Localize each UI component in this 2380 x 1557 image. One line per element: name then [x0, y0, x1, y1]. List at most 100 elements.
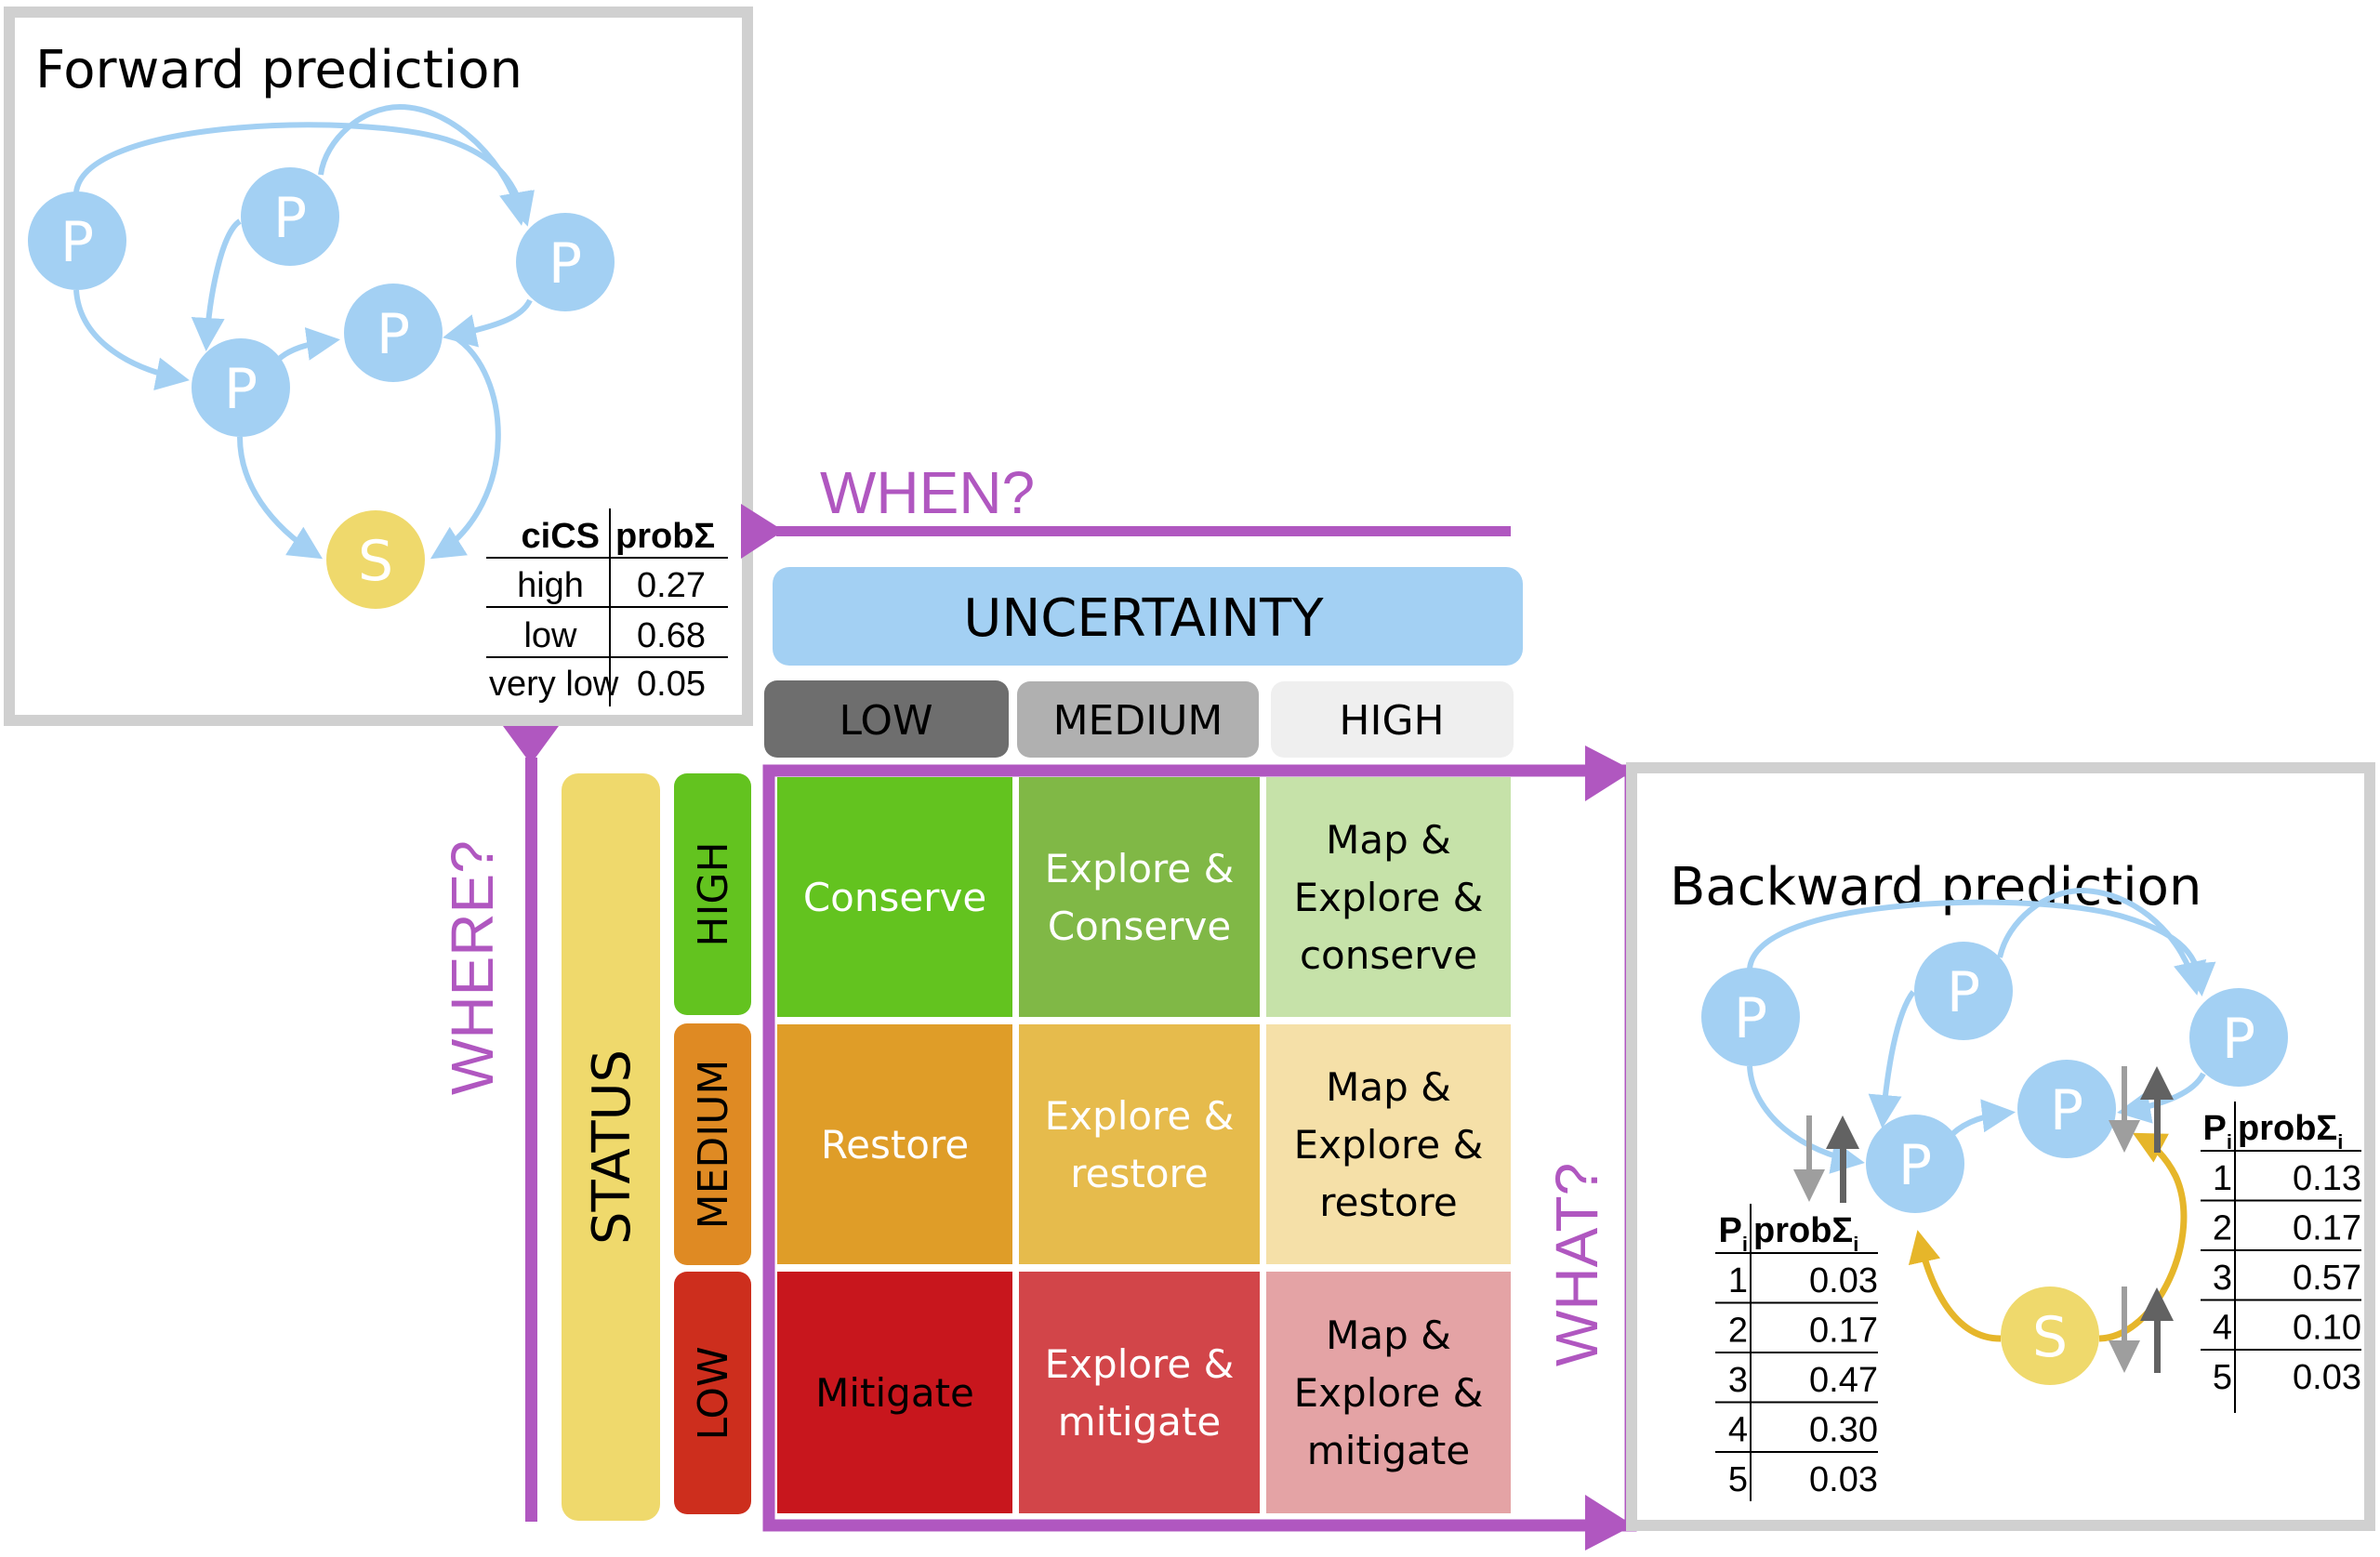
edge-p5-s	[237, 436, 324, 560]
up-arrow-icon	[1826, 1115, 1859, 1203]
matrix-cell-high-2: Map & Explore & conserve	[1266, 777, 1511, 1017]
when-axis: WHEN?	[741, 459, 1511, 559]
forward-panel-title: Forward prediction	[35, 40, 522, 100]
forward-node-p2: P	[241, 167, 339, 266]
table-cell-value: 0.03	[1809, 1460, 1878, 1499]
update-arrows-p4	[2109, 1066, 2174, 1153]
forward-node-p1: P	[28, 191, 126, 290]
status-bar	[562, 773, 660, 1521]
matrix-cell-text: restore	[1070, 1151, 1208, 1196]
what-arrow-head-bottom	[1585, 1495, 1633, 1550]
uncertainty-bar	[773, 567, 1523, 666]
table-header-prob: probΣi	[2238, 1109, 2343, 1154]
table-cell-value: 0.30	[1809, 1411, 1878, 1450]
backward-node-p4: P	[2017, 1060, 2116, 1158]
down-arrow-icon	[2109, 1287, 2140, 1373]
matrix-cell-text: Explore &	[1294, 1122, 1484, 1168]
backward-node-p1: P	[1701, 968, 1800, 1066]
matrix-cell-high-1: Explore & Conserve	[1019, 777, 1260, 1017]
matrix-cell-background	[1266, 1272, 1511, 1513]
node-circle	[192, 338, 290, 437]
node-label: S	[2032, 1305, 2068, 1370]
node-circle	[516, 213, 615, 311]
matrix-cell-background	[1019, 1272, 1260, 1513]
node-circle	[28, 191, 126, 290]
backward-prediction-panel: Backward prediction P P P P	[1626, 762, 2375, 1531]
table-cell-index: 5	[1728, 1460, 1748, 1499]
table-cell-value: 0.47	[1809, 1361, 1878, 1400]
table-cell-value: 0.10	[2293, 1309, 2361, 1348]
node-circle	[1914, 942, 2013, 1040]
matrix-cell-text: Map &	[1326, 817, 1451, 863]
matrix-cell-background	[777, 777, 1012, 1017]
uncertainty-title: UNCERTAINTY	[963, 588, 1324, 649]
node-label: P	[549, 231, 582, 297]
node-circle	[2017, 1060, 2116, 1158]
status-level-medium	[674, 1023, 751, 1265]
matrix-cell-low-0: Mitigate	[777, 1272, 1012, 1513]
where-label: WHERE?	[439, 840, 506, 1095]
matrix-cell-text: Explore &	[1045, 846, 1235, 891]
up-arrow-icon	[2140, 1287, 2174, 1373]
edge-p4-s	[430, 334, 501, 560]
table-header: probΣ	[615, 517, 715, 556]
matrix-cell-text: Conserve	[803, 875, 986, 920]
table-cell-value: 0.03	[2293, 1358, 2361, 1397]
matrix-cell-text: Restore	[821, 1122, 969, 1168]
down-arrow-icon	[1793, 1115, 1825, 1202]
table-header: ciCS	[522, 517, 600, 556]
node-label: P	[377, 302, 410, 367]
node-circle	[2001, 1287, 2099, 1385]
matrix-cell-text: Conserve	[1048, 904, 1231, 949]
matrix-cell-low-1: Explore &mitigate	[1019, 1272, 1260, 1513]
matrix-cell-medium-2: Map &Explore &restore	[1266, 1024, 1511, 1264]
edge-p2-p5	[1868, 990, 1916, 1128]
backward-node-s: S	[2001, 1287, 2099, 1385]
table-cell-label: very low	[489, 665, 619, 704]
matrix-cell-text: Explore &	[1294, 1370, 1484, 1416]
node-label: P	[224, 357, 258, 422]
matrix-cell-text: Mitigate	[815, 1370, 974, 1416]
backward-node-p3: P	[2189, 988, 2288, 1087]
node-label: P	[273, 186, 307, 251]
forward-node-p4: P	[344, 284, 443, 382]
table-header-pi: Pi	[1719, 1211, 1748, 1256]
table-cell-value: 0.13	[2293, 1159, 2361, 1198]
forward-node-p3: P	[516, 213, 615, 311]
matrix-cell-background	[777, 1272, 1012, 1513]
table-cell-value: 0.17	[1809, 1312, 1878, 1351]
uncertainty-level-low-label: LOW	[839, 697, 932, 745]
node-circle	[241, 167, 339, 266]
status-level-low	[674, 1272, 751, 1514]
where-axis-line	[525, 758, 537, 1522]
where-axis: WHERE?	[439, 726, 559, 1522]
matrix-cell-text: Explore &	[1045, 1341, 1235, 1387]
table-header-prob: probΣi	[1753, 1211, 1858, 1256]
what-arrow-head-top	[1585, 746, 1633, 801]
matrix-cell-text: Explore &	[1294, 875, 1484, 920]
matrix-cell-background	[1019, 777, 1260, 1017]
node-circle	[1701, 968, 1800, 1066]
table-header-pi: Pi	[2203, 1109, 2232, 1154]
matrix-cell-text: mitigate	[1307, 1428, 1470, 1473]
node-label: P	[1734, 986, 1767, 1051]
status-level-high	[674, 773, 751, 1015]
update-arrows-p5	[1793, 1115, 1859, 1203]
node-circle	[1866, 1115, 1964, 1213]
table-cell-index: 1	[1728, 1261, 1748, 1300]
table-cell-value: 0.27	[637, 566, 706, 605]
backward-panel-title: Backward prediction	[1670, 857, 2202, 917]
node-circle	[344, 284, 443, 382]
table-cell-value: 0.68	[637, 616, 706, 655]
matrix-cell-background	[1266, 777, 1511, 1017]
down-arrow-icon	[2109, 1066, 2140, 1153]
uncertainty-level-medium-label: MEDIUM	[1053, 697, 1223, 745]
matrix-cell-text: conserve	[1300, 932, 1477, 978]
status-title: STATUS	[582, 1049, 642, 1245]
uncertainty-level-low	[764, 680, 1009, 758]
